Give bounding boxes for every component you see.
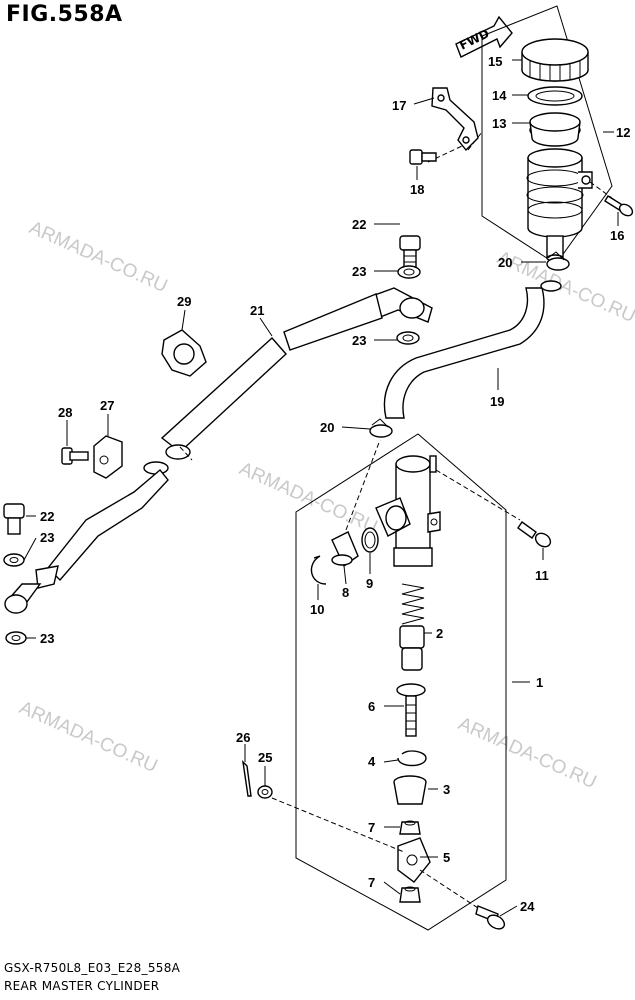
nut-upper <box>399 820 421 835</box>
cotter-pin <box>241 760 252 797</box>
callout-23-lower-2: 23 <box>40 631 54 646</box>
callouts: 15 14 13 12 17 18 16 22 23 23 20 20 19 2… <box>40 54 630 914</box>
callout-20-lower: 20 <box>320 420 334 435</box>
figure-code: GSX-R750L8_E03_E28_558A <box>4 961 181 975</box>
fwd-arrow-icon: FWD <box>455 15 513 58</box>
callout-7-upper: 7 <box>368 820 375 835</box>
master-cylinder-body <box>375 455 441 567</box>
guide-bolt <box>61 447 89 465</box>
callout-17: 17 <box>392 98 406 113</box>
washer-25 <box>257 785 273 799</box>
callout-6: 6 <box>368 699 375 714</box>
callout-19: 19 <box>490 394 504 409</box>
bracket-bolt <box>409 145 463 165</box>
circlip-10 <box>310 555 327 585</box>
leader-lines <box>23 59 619 917</box>
banjo-bolt-lower <box>3 503 25 535</box>
push-rod <box>396 683 426 737</box>
clevis <box>397 837 431 883</box>
nut-lower <box>399 886 421 903</box>
reservoir-body <box>526 148 593 262</box>
callout-1: 1 <box>536 675 543 690</box>
hose-clip-upper <box>546 251 570 271</box>
callout-14: 14 <box>492 88 507 103</box>
callout-27: 27 <box>100 398 114 413</box>
spring-and-piston <box>399 583 425 671</box>
callout-7-lower: 7 <box>368 875 375 890</box>
washer-lower-2 <box>5 631 27 645</box>
callout-22-upper: 22 <box>352 217 366 232</box>
callout-23-upper-1: 23 <box>352 264 366 279</box>
reservoir-plate <box>527 86 583 106</box>
circlip-4 <box>397 750 427 767</box>
callout-21: 21 <box>250 303 264 318</box>
washer-upper-2 <box>396 331 420 345</box>
reservoir-hose <box>383 280 562 419</box>
hose-connector <box>331 439 381 568</box>
callout-11: 11 <box>535 568 549 583</box>
figure-caption: REAR MASTER CYLINDER <box>4 979 160 993</box>
hose-clip-lower <box>369 418 393 438</box>
boot <box>393 775 427 805</box>
callout-5: 5 <box>443 850 450 865</box>
reservoir-screw <box>589 181 634 217</box>
callout-18: 18 <box>410 182 424 197</box>
callout-9: 9 <box>366 576 373 591</box>
watermark-3: ARMADA-CO.RU <box>236 458 381 538</box>
washer-lower-1 <box>3 553 25 567</box>
master-cylinder-group-box <box>295 433 507 931</box>
reservoir-bracket <box>431 87 483 152</box>
hose-guide <box>93 435 123 479</box>
callout-12: 12 <box>616 125 630 140</box>
callout-2: 2 <box>436 626 443 641</box>
screw-11 <box>517 521 552 548</box>
figure-title: FIG.558A <box>6 2 123 27</box>
callout-3: 3 <box>443 782 450 797</box>
washer-upper-1 <box>397 265 421 279</box>
pin-axis <box>271 797 405 853</box>
callout-29: 29 <box>177 294 191 309</box>
callout-13: 13 <box>492 116 506 131</box>
clevis-pin <box>419 869 506 930</box>
callout-23-upper-2: 23 <box>352 333 366 348</box>
reservoir-diaphragm <box>529 112 581 147</box>
callout-25: 25 <box>258 750 272 765</box>
o-ring <box>361 527 379 553</box>
reservoir-cap <box>521 38 589 82</box>
callout-4: 4 <box>368 754 376 769</box>
hose-clamp <box>161 329 207 377</box>
callout-16: 16 <box>610 228 624 243</box>
watermark-4: ARMADA-CO.RU <box>16 697 161 777</box>
callout-10: 10 <box>310 602 324 617</box>
callout-15: 15 <box>488 54 502 69</box>
callout-26: 26 <box>236 730 250 745</box>
callout-20-upper: 20 <box>498 255 512 270</box>
brake-hose <box>4 287 433 614</box>
callout-22-lower: 22 <box>40 509 54 524</box>
watermark-5: ARMADA-CO.RU <box>455 713 600 793</box>
callout-8: 8 <box>342 585 349 600</box>
callout-28: 28 <box>58 405 72 420</box>
callout-24: 24 <box>520 899 535 914</box>
watermark-1: ARMADA-CO.RU <box>26 217 171 297</box>
reservoir-group-box <box>481 5 613 265</box>
callout-23-lower-1: 23 <box>40 530 54 545</box>
screw-axis <box>435 469 521 521</box>
